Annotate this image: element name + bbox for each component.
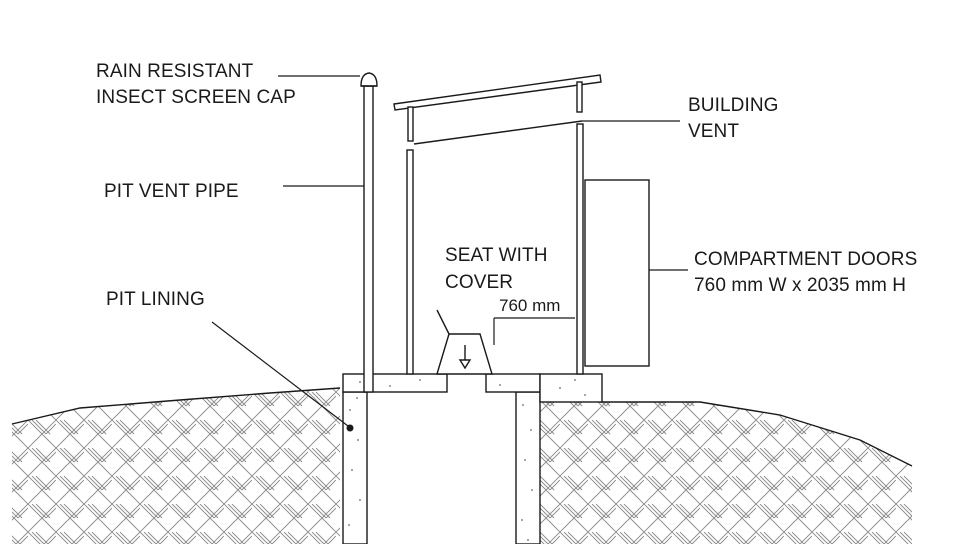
roof (393, 74, 602, 142)
building-vent-label-line1: BUILDING (688, 95, 779, 116)
cap-label-line1: RAIN RESISTANT (96, 61, 254, 82)
pit-lining-leader-dot (346, 424, 354, 432)
compartment-door (584, 179, 650, 367)
pit-vent-pipe (363, 85, 374, 393)
doors-label-line1: COMPARTMENT DOORS (694, 249, 918, 270)
pit-lining-leader (211, 321, 349, 427)
insect-screen-cap (360, 72, 378, 87)
building-vent-label-line2: VENT (688, 121, 740, 142)
leader-lines (211, 75, 688, 427)
doors-label-line2: 760 mm W x 2035 mm H (694, 275, 907, 296)
pit-lining-label: PIT LINING (106, 289, 205, 310)
dimension-line (493, 317, 575, 345)
cap-label-line2: INSECT SCREEN CAP (96, 87, 296, 108)
building-walls (406, 123, 584, 375)
floor-slab (342, 373, 603, 403)
dimension-label: 760 mm (499, 296, 561, 315)
ground-soil-left (11, 387, 341, 544)
seat-label-line2: COVER (445, 272, 514, 293)
pit-vent-pipe-label: PIT VENT PIPE (104, 181, 239, 202)
building-vent (413, 120, 583, 145)
pit-lining (342, 391, 541, 544)
seat-label-line1: SEAT WITH (445, 245, 548, 266)
ground-soil-right (540, 400, 913, 544)
seat-with-cover (436, 309, 493, 375)
